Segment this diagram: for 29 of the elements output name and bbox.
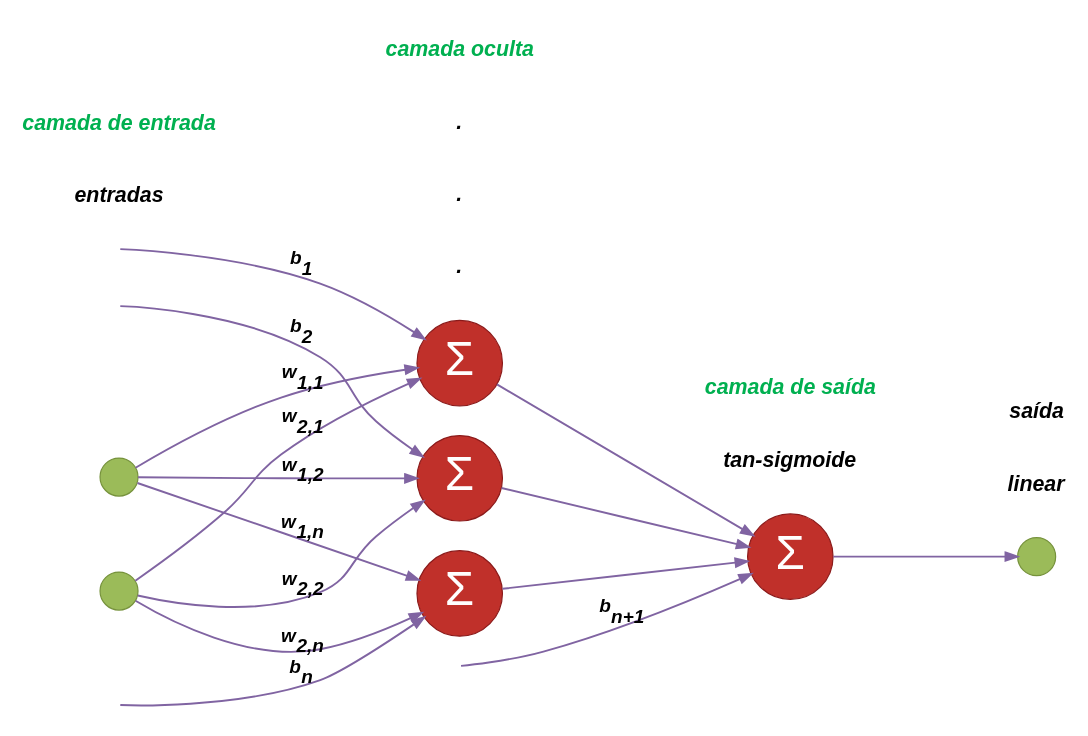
arrow bbox=[119, 247, 427, 340]
label: saída bbox=[1009, 398, 1064, 423]
node-circle: Σ bbox=[416, 549, 504, 637]
arrow bbox=[134, 377, 423, 582]
arrow bbox=[500, 486, 752, 549]
arrow bbox=[137, 472, 420, 484]
arrow bbox=[460, 572, 754, 667]
node-circle bbox=[99, 457, 139, 497]
arrow bbox=[136, 498, 426, 608]
node-circle: Σ bbox=[416, 434, 504, 522]
arrow bbox=[496, 382, 756, 537]
label: . bbox=[456, 181, 463, 206]
label: linear bbox=[1007, 471, 1065, 496]
label: camada oculta bbox=[385, 36, 534, 61]
label: tan-sigmoide bbox=[723, 447, 857, 472]
arrow bbox=[136, 481, 422, 581]
arrow bbox=[134, 363, 421, 469]
node-circle: Σ bbox=[416, 319, 504, 406]
label: . bbox=[456, 253, 463, 278]
node-circle bbox=[99, 570, 139, 611]
arrow bbox=[501, 556, 751, 590]
label: camada de entrada bbox=[22, 110, 216, 135]
node-circle bbox=[1017, 536, 1057, 576]
arrow bbox=[832, 550, 1021, 562]
label: . bbox=[456, 109, 463, 134]
arrow bbox=[119, 304, 425, 458]
label: entradas bbox=[74, 182, 164, 207]
label: camada de saída bbox=[704, 374, 876, 399]
node-circle: Σ bbox=[747, 512, 834, 600]
